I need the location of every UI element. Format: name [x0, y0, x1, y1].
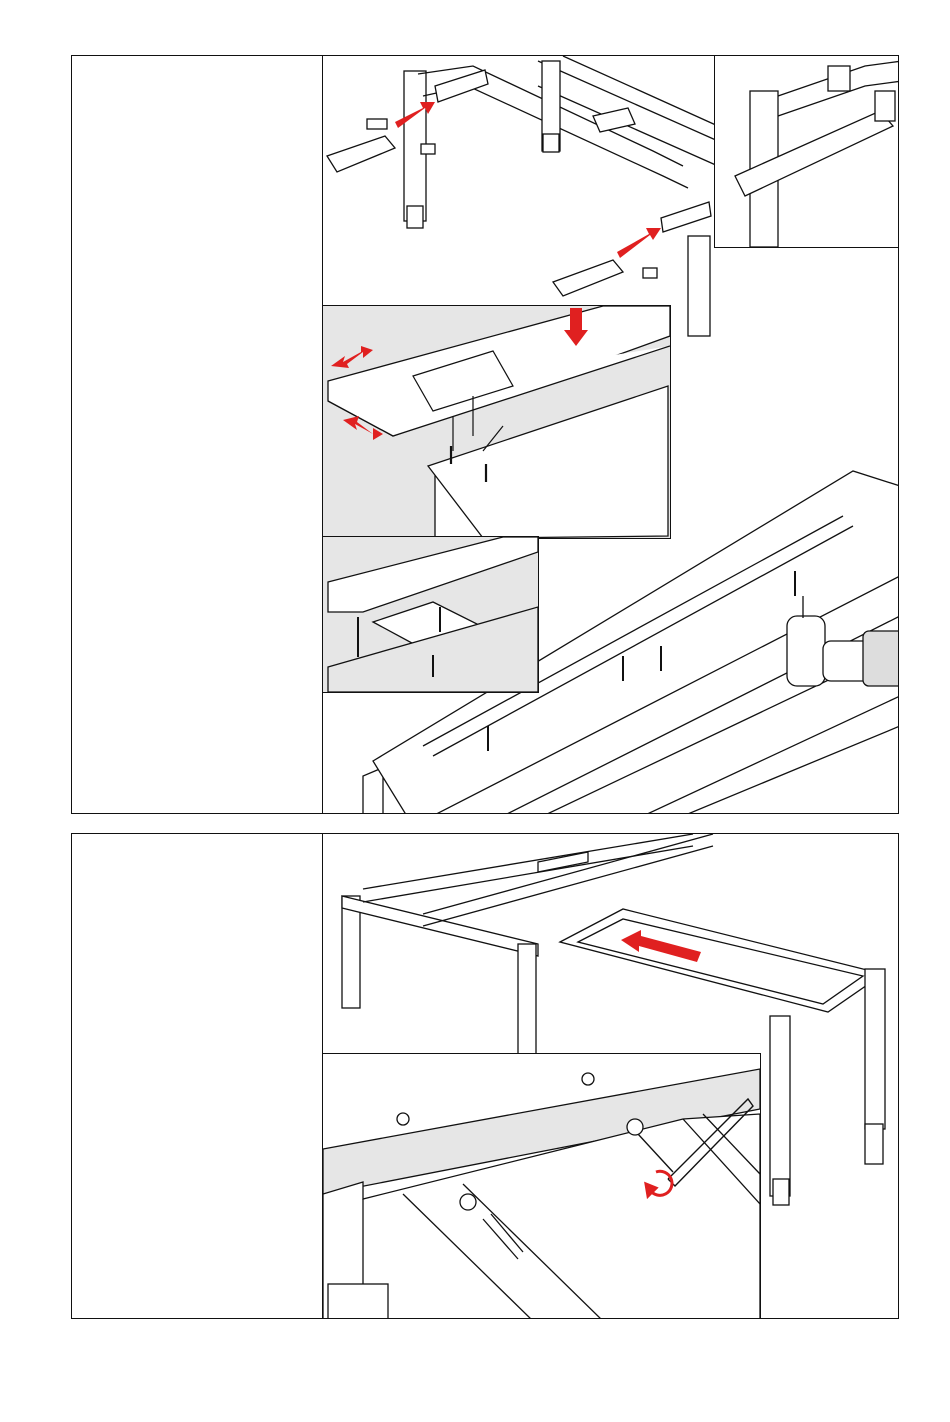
plate-screw-detail-inset [323, 536, 539, 693]
bolt-tightening-detail-inset [323, 1053, 761, 1318]
leg-bracket-detail-drawing [715, 56, 898, 247]
bolt-tightening-detail-drawing [323, 1054, 760, 1318]
assembly-step-panel-1 [71, 55, 899, 814]
plate-screw-detail-drawing [323, 537, 538, 692]
step-text-column-1 [72, 56, 323, 813]
assembly-step-panel-2 [71, 833, 899, 1319]
top-screw-detail-inset [323, 305, 671, 539]
frame-assembly-illustration [323, 56, 898, 813]
step-text-column-2 [72, 834, 323, 1318]
frame-connect-illustration [323, 834, 898, 1318]
leg-bracket-detail-inset [714, 56, 898, 248]
top-screw-detail-drawing [323, 306, 670, 538]
